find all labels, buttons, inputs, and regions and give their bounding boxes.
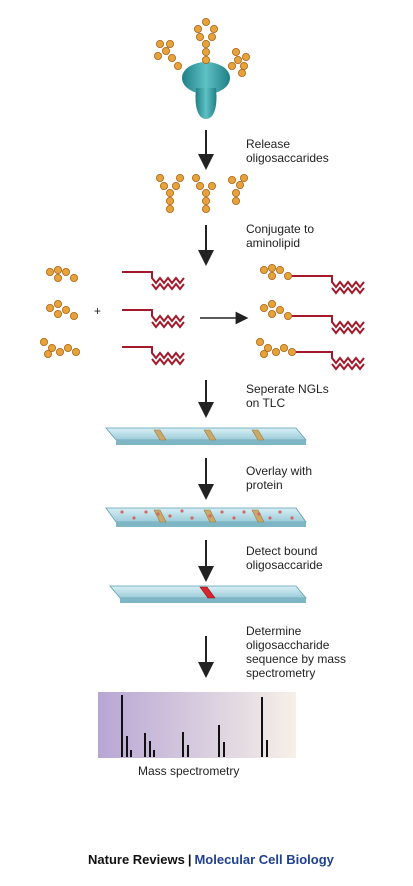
mass-spectrum — [98, 692, 296, 758]
mass-spec-caption: Mass spectrometry — [138, 764, 240, 778]
step-release-label: Release oligosaccarides — [246, 137, 329, 165]
tlc-plate-protein-overlay — [105, 507, 307, 527]
footer-separator: | — [187, 852, 192, 867]
aminolipids-left — [122, 271, 185, 366]
step-separate-label: Seperate NGLs on TLC — [246, 382, 329, 410]
step-detect-label: Detect bound oligosaccaride — [246, 544, 323, 572]
tlc-plate-separated — [105, 427, 307, 445]
tlc-plate-detected — [109, 585, 307, 603]
plus-sign: + — [94, 304, 101, 318]
step-conjugate-label: Conjugate to aminolipid — [246, 222, 315, 250]
step-overlay-label: Overlay with protein — [246, 464, 313, 492]
oligos-left — [40, 265, 81, 358]
glycan-tree-top — [153, 17, 250, 78]
footer-publisher: Nature Reviews — [88, 852, 185, 867]
neoglycolipids-products — [255, 263, 365, 371]
released-oligosaccharides — [155, 173, 248, 213]
glycoprotein — [182, 62, 230, 119]
footer-journal: Molecular Cell Biology — [194, 852, 334, 867]
footer-credit: Nature Reviews|Molecular Cell Biology — [88, 852, 334, 867]
step-determine-label: Determine oligosaccharide sequence by ma… — [246, 624, 347, 680]
